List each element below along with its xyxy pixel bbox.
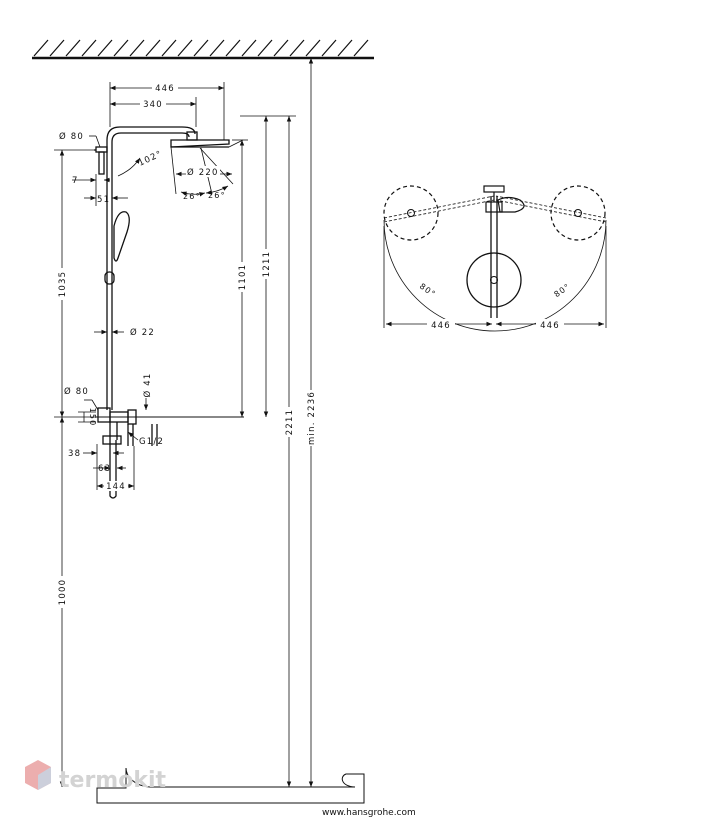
dim-thread-g12: G1/2: [139, 437, 164, 447]
dim-mixer-d41: Ø 41: [142, 372, 153, 397]
dim-2211: 2211: [285, 409, 295, 435]
dim-depth-63: 63: [98, 464, 111, 474]
top-dimension-labels: 446 446 80° 80°: [416, 279, 574, 331]
dim-angle-102: 102°: [137, 149, 164, 169]
dim-head-d220: Ø 220: [187, 167, 219, 178]
dim-top-right-446: 446: [540, 321, 560, 331]
dim-1211: 1211: [262, 251, 272, 277]
dim-446-top: 446: [155, 84, 175, 94]
shower-column: [94, 126, 230, 499]
watermark-logo: termokit: [25, 760, 166, 793]
dim-tilt-right: 26°: [208, 191, 226, 200]
dim-mixer-d80: Ø 80: [64, 386, 89, 397]
dim-depth-38: 38: [68, 449, 81, 459]
side-dimension-labels: 446 340 102° Ø 80 7 51 Ø 220 26° 26° 103…: [55, 82, 318, 608]
dim-1035: 1035: [58, 271, 68, 297]
dim-offset-7: 7: [72, 176, 79, 186]
dim-min-2236: min. 2236: [307, 391, 317, 445]
dim-340: 340: [143, 100, 163, 110]
dim-top-left-446: 446: [431, 321, 451, 331]
dim-tilt-left: 26°: [183, 192, 201, 201]
dim-pipe-d22: Ø 22: [130, 327, 155, 338]
dim-1101: 1101: [238, 264, 248, 290]
top-view: [383, 185, 607, 332]
watermark-text: termokit: [59, 768, 166, 793]
dim-offset-51: 51: [97, 195, 110, 205]
dim-1000: 1000: [58, 579, 68, 605]
dim-head-d80: Ø 80: [59, 131, 84, 142]
footer-url: www.hansgrohe.com: [322, 808, 416, 818]
ceiling: [32, 39, 374, 60]
dim-outlet-150: 150: [88, 408, 97, 427]
shower-tray: [96, 767, 365, 804]
dim-depth-144: 144: [106, 482, 126, 492]
